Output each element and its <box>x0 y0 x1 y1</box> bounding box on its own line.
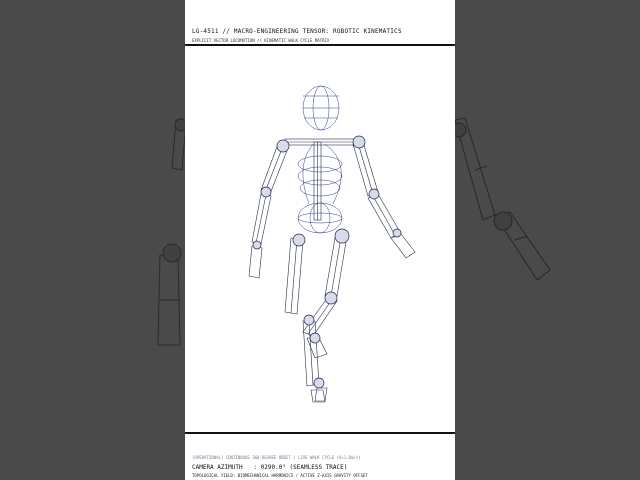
joint-shoulder-left <box>276 139 290 153</box>
background-right-blurred <box>455 0 640 480</box>
robot-wireframe-figure <box>248 85 416 403</box>
joint-elbow-left <box>260 186 272 198</box>
camera-azimuth-readout: CAMERA AZIMUTH : 0290.0° (SEAMLESS TRACE… <box>192 464 347 471</box>
joint-hip-left <box>292 233 306 247</box>
joint-wrist-right <box>392 228 402 238</box>
joint-shoulder-right <box>352 135 366 149</box>
ghost-figure-right <box>455 117 551 281</box>
torso-wireframe <box>297 143 343 205</box>
status-text: [OPERATIONAL] CONTINUOUS 360-DEGREE ORBI… <box>192 455 361 460</box>
page-title: LG-4511 // MACRO-ENGINEERING TENSOR: ROB… <box>192 28 402 35</box>
camera-azimuth-value: : 0290.0° (SEAMLESS TRACE) <box>253 464 348 471</box>
joint-wrist-left <box>252 240 262 250</box>
pelvis-wireframe <box>297 202 343 234</box>
joint-hip-right <box>334 228 350 244</box>
head-wireframe <box>302 85 340 131</box>
joint-knee-right <box>324 291 338 305</box>
page-subtitle: EXPLICIT VECTOR LOCOMOTION // KINEMATIC … <box>192 38 330 43</box>
ghost-figure-left <box>157 118 185 346</box>
joint-elbow-right <box>368 188 380 200</box>
main-panel: LG-4511 // MACRO-ENGINEERING TENSOR: ROB… <box>185 0 455 480</box>
divider-top <box>185 44 455 46</box>
right-arm-wireframe <box>352 141 416 259</box>
joint-ankle-left <box>313 377 325 389</box>
foot-wireframe <box>314 387 328 402</box>
background-left-blurred <box>0 0 185 480</box>
joint-knee-left <box>303 314 315 326</box>
joint-spheres <box>252 135 402 389</box>
camera-azimuth-label: CAMERA AZIMUTH <box>192 464 243 471</box>
divider-bottom <box>185 432 455 434</box>
left-arm-wireframe <box>248 143 289 279</box>
topological-yield-text: TOPOLOGICAL YIELD: BIOMECHANICAL HARMONI… <box>192 473 368 478</box>
spine <box>313 141 322 221</box>
joint-ankle-right <box>309 332 321 344</box>
